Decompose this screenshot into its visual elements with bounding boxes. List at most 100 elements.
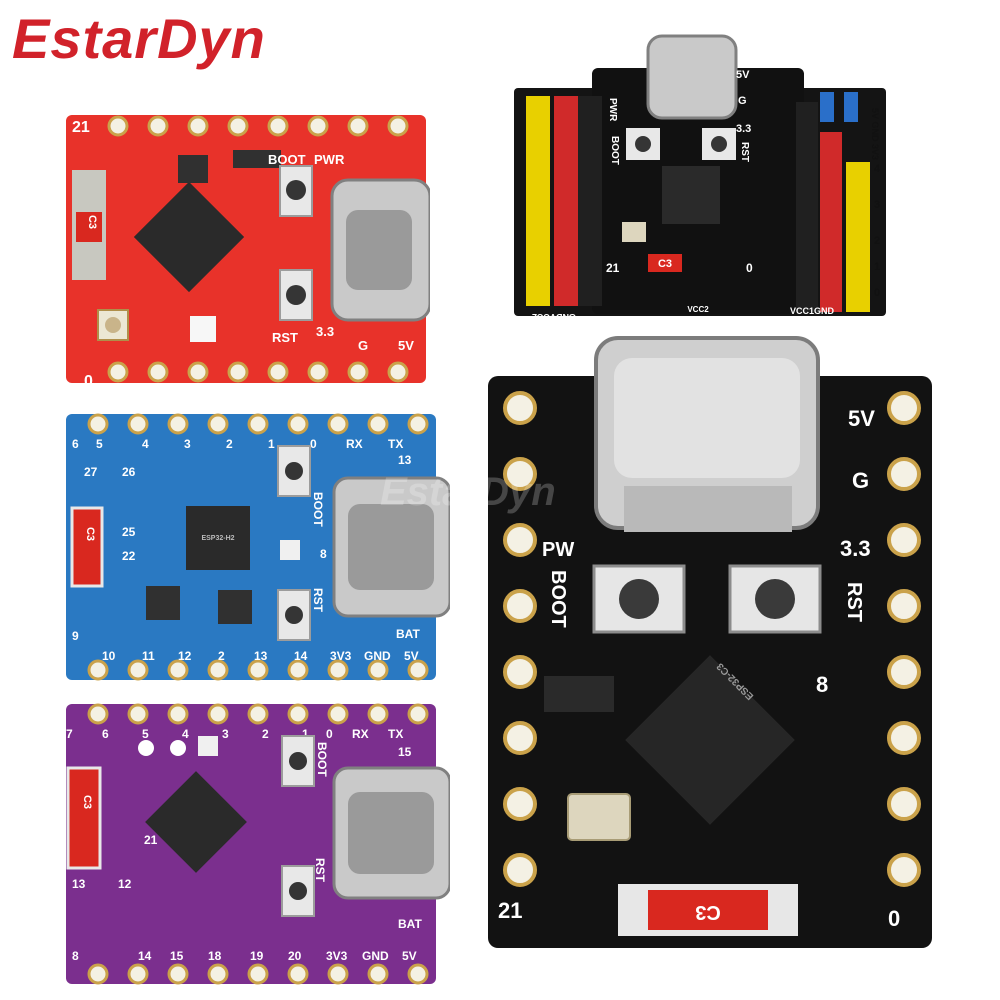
red-label-5v: 5V (398, 338, 414, 353)
blue-label-boot: BOOT (311, 492, 325, 527)
purple-label-c3: C3 (81, 795, 93, 809)
brand-logo: EstarDyn (12, 7, 266, 70)
blue-top-pin: 3 (184, 437, 191, 451)
pinned-antenna (648, 254, 682, 272)
purple-bottom-pin: GND (362, 949, 389, 963)
blue-top-pin: 1 (268, 437, 275, 451)
blue-top-pin: 5 (96, 437, 103, 451)
pinned-label-pwr: PWR (607, 98, 618, 122)
purple-label-rst: RST (313, 858, 327, 883)
black-label-8: 8 (816, 672, 828, 697)
purple-top-pin: 2 (262, 727, 269, 741)
purple-bottom-pin: 20 (288, 949, 302, 963)
black-label-33: 3.3 (840, 536, 871, 561)
purple-bottom-pin: 8 (72, 949, 79, 963)
purple-left-pin: 12 (118, 877, 132, 891)
blue-label-c3: C3 (84, 527, 96, 541)
black-label-rst: RST (843, 582, 865, 622)
purple-bottom-pin: 19 (250, 949, 264, 963)
purple-bottom-pin: 14 (138, 949, 152, 963)
pinned-right-header (796, 92, 870, 312)
pinned-label-vcc2: VCC2 (687, 305, 709, 314)
pinned-right-pin: 0 (874, 287, 880, 299)
pinned-chip (662, 166, 720, 224)
blue-top-pin: 4 (142, 437, 149, 451)
blue-antenna (70, 506, 104, 588)
purple-left-pin: 13 (72, 877, 86, 891)
blue-left-pin: 26 (122, 465, 136, 479)
blue-top-pin: 0 (310, 437, 317, 451)
purple-antenna (66, 766, 102, 870)
pinned-label-rst: RST (739, 142, 750, 162)
blue-board-top-pads (87, 413, 429, 435)
purple-bottom-pin: 3V3 (326, 949, 348, 963)
blue-top-pin: TX (388, 437, 403, 451)
red-label-21: 21 (72, 119, 90, 136)
pinned-right-pin: 2 (874, 235, 880, 247)
purple-board-bottom-pads (87, 963, 429, 985)
blue-bottom-pin: 2 (218, 649, 225, 663)
blue-bottom-pin: 3V3 (330, 649, 352, 663)
purple-top-pin: 3 (222, 727, 229, 741)
red-board-top-pads (107, 115, 409, 137)
purple-board-top-pads (87, 703, 429, 725)
black-label-pw: PW (542, 539, 574, 561)
blue-bottom-pin: 10 (102, 649, 116, 663)
red-label-rst: RST (272, 330, 298, 345)
purple-left-pin-labels: 13 12 (72, 877, 132, 891)
pinned-right-pin: 1 (874, 261, 880, 273)
red-label-0: 0 (84, 373, 93, 388)
purple-top-pin: 0 (326, 727, 333, 741)
purple-label-bat: BAT (398, 917, 422, 931)
purple-top-pin-labels: 7 6 5 4 3 2 1 0 RX TX (66, 727, 403, 741)
blue-label-13: 13 (398, 453, 412, 467)
blue-bottom-pin: GND (364, 649, 391, 663)
blue-board: 5 4 3 2 1 0 RX TX 10 11 12 2 13 14 3V3 G… (66, 413, 450, 681)
blue-left-pin-labels: 6 27 26 25 22 9 (72, 437, 136, 643)
blue-top-pin: 2 (226, 437, 233, 451)
red-board: 21 0 C3 BOOT PWR RST 3.3 G 5V (66, 115, 430, 388)
pinned-label-0: 0 (746, 261, 753, 275)
red-label-pwr: PWR (314, 152, 345, 167)
purple-board: 7 6 5 4 3 2 1 0 RX TX 8 14 15 18 19 20 3… (66, 703, 450, 985)
purple-top-pin: 4 (182, 727, 189, 741)
black-board: ESP32-C3 C3 5V G 3.3 RST PW BOOT 8 21 0 (488, 336, 932, 948)
watermark: EstarDyn (380, 470, 556, 514)
pinned-label-gndvcc2: GNDVCC2 (532, 312, 576, 322)
blue-bottom-pin: 13 (254, 649, 268, 663)
purple-rst-button (281, 865, 315, 917)
black-board-right-pads (887, 391, 921, 887)
blue-top-pin: RX (346, 437, 363, 451)
pinned-right-pin-labels: 4 3 2 1 0 (874, 163, 881, 299)
black-label-g: G (852, 468, 869, 493)
blue-board-bottom-pads (87, 659, 429, 681)
blue-bottom-pin: 14 (294, 649, 308, 663)
purple-bottom-pin: 5V (402, 949, 417, 963)
blue-bottom-pin: 11 (142, 649, 155, 663)
blue-left-pin: 22 (122, 549, 136, 563)
purple-top-pin: 1 (302, 727, 309, 741)
black-label-boot: BOOT (547, 570, 569, 628)
pinned-label-c3: C3 (658, 258, 672, 270)
blue-left-pin: 27 (84, 465, 98, 479)
blue-chip (186, 506, 250, 570)
pinned-right-pin: 3 (874, 199, 880, 211)
purple-top-pin: TX (388, 727, 403, 741)
black-label-21: 21 (498, 898, 522, 923)
pinned-label-33: 3.3 (736, 123, 751, 135)
pinned-label-vcc1gnd: VCC1GND (790, 306, 835, 316)
pinned-board: C3 5V G 3.3 RST PWR BOOT 21 0 4 3 2 1 0 … (514, 34, 886, 322)
purple-label-15: 15 (398, 745, 412, 759)
pinned-label-5v: 5V (736, 69, 750, 81)
purple-top-pin: 7 (66, 727, 73, 741)
blue-bottom-pin: 12 (178, 649, 192, 663)
pinned-right-pin: 4 (874, 163, 881, 175)
pinned-label-right-header: 5V GND 3V3 (870, 108, 880, 160)
purple-bottom-pin-labels: 8 14 15 18 19 20 3V3 GND 5V (72, 949, 417, 963)
purple-top-pin: 6 (102, 727, 109, 741)
purple-bottom-pin: 18 (208, 949, 222, 963)
black-board-left-pads (503, 391, 537, 887)
blue-label-bat: BAT (396, 627, 420, 641)
pinned-label-boot: BOOT (609, 136, 620, 165)
purple-boot-button (281, 735, 315, 787)
